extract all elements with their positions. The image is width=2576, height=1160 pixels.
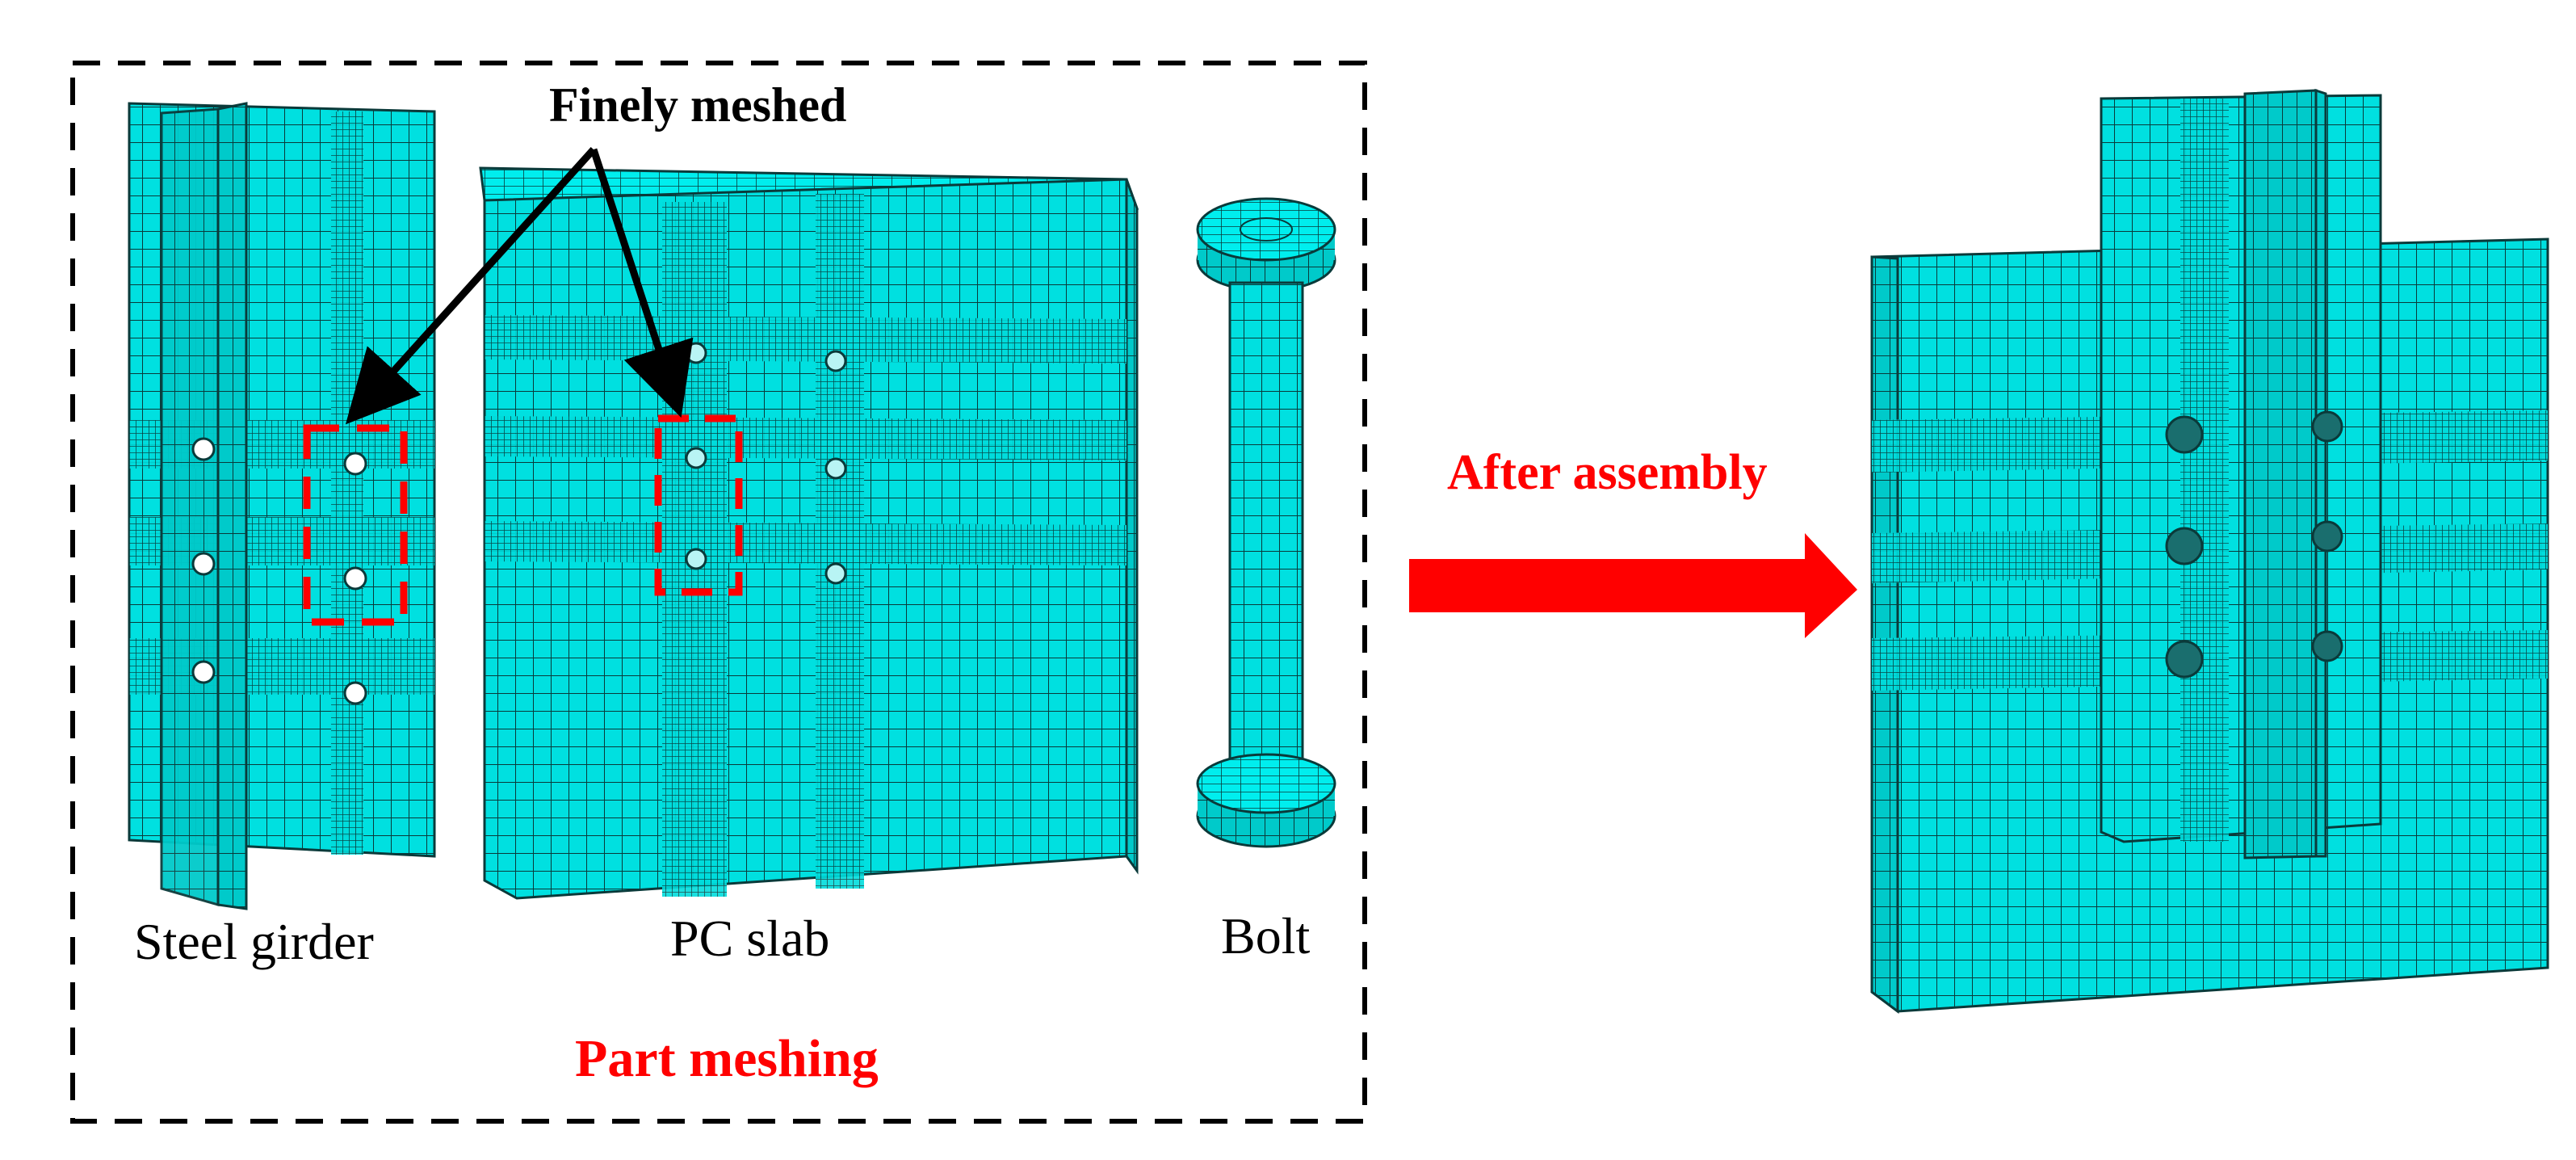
bolt-label: Bolt	[1221, 907, 1310, 965]
pc-slab-model	[479, 166, 1139, 900]
pc-slab-label: PC slab	[670, 910, 829, 967]
part-meshing-frame	[70, 61, 1367, 1124]
assembled-model	[1870, 88, 2549, 1014]
bolt-model	[1196, 197, 1336, 848]
after-assembly-arrow	[1409, 533, 1857, 638]
finely-meshed-arrow-right	[589, 148, 694, 418]
finely-meshed-arrow-left	[345, 146, 597, 425]
after-assembly-label: After assembly	[1447, 445, 1768, 500]
pc-slab-highlight-box	[654, 414, 743, 596]
steel-girder-label: Steel girder	[134, 913, 374, 970]
steel-girder-model	[128, 102, 436, 910]
finely-meshed-label: Finely meshed	[549, 78, 846, 132]
part-meshing-label: Part meshing	[575, 1029, 879, 1088]
